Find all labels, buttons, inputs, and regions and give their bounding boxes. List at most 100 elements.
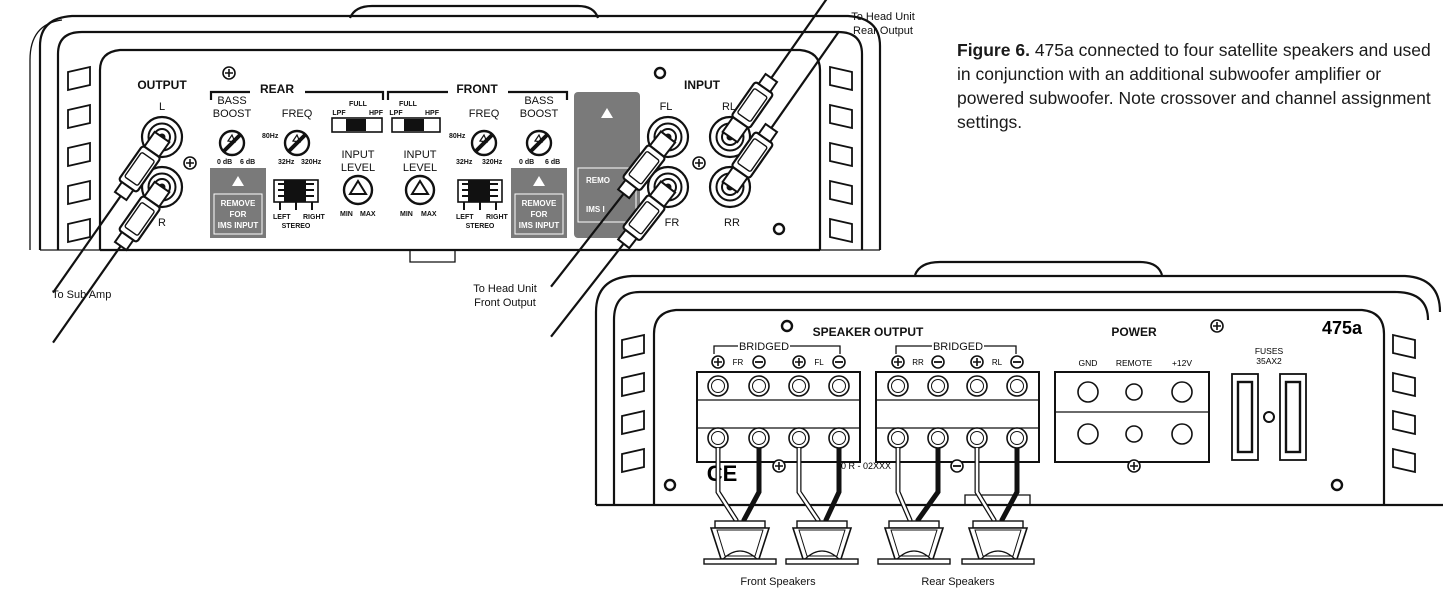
- model-name: 475a: [1322, 318, 1363, 338]
- ch-rl: RL: [992, 358, 1003, 367]
- ims-cover-text-1: REMO: [586, 176, 610, 185]
- front-speaker-terminal[interactable]: [696, 371, 861, 463]
- front-level-label-1: INPUT: [404, 149, 437, 161]
- rear-stereo-switch[interactable]: [273, 179, 319, 210]
- rear-speaker-right: [961, 520, 1035, 565]
- serial-number: 10 R - 02XXX: [836, 461, 891, 471]
- ims-cover-text-2: IMS I: [586, 205, 605, 214]
- ch-fl: FL: [814, 358, 824, 367]
- rear-remove-cap[interactable]: REMOVE FOR IMS INPUT: [210, 168, 266, 238]
- front-level-max: MAX: [421, 211, 437, 218]
- callout-sub-amp: To Sub Amp: [52, 289, 111, 301]
- rear-speaker-left: [877, 520, 951, 565]
- callout-rear-speakers: Rear Speakers: [921, 576, 995, 588]
- rear-full-label: FULL: [349, 101, 368, 108]
- front-bass-label-1: BASS: [524, 95, 553, 107]
- rear-bass-min: 0 dB: [217, 159, 232, 166]
- rear-freq-label: FREQ: [282, 108, 313, 120]
- rear-input-level-knob[interactable]: [342, 174, 374, 206]
- ch-rr: RR: [912, 358, 924, 367]
- front-freq-mid: 80Hz: [449, 133, 466, 140]
- output-title: OUTPUT: [137, 78, 187, 92]
- rear-level-label-1: INPUT: [342, 149, 375, 161]
- speaker-output-title: SPEAKER OUTPUT: [813, 325, 924, 339]
- front-bass-max: 6 dB: [545, 159, 560, 166]
- front-bass-label-2: BOOST: [520, 108, 559, 120]
- rear-bass-max: 6 dB: [240, 159, 255, 166]
- bottom-amplifier: SPEAKER OUTPUT POWER 475a BRIDGED BRIDGE…: [594, 260, 1443, 565]
- callout-rear-1: To Head Unit: [851, 11, 915, 23]
- front-lpf-label: LPF: [389, 110, 403, 117]
- rear-bass-label-1: BASS: [217, 95, 246, 107]
- callout-front-speakers: Front Speakers: [740, 576, 816, 588]
- front-speaker-right: [785, 520, 859, 565]
- rear-remove-3: IMS INPUT: [218, 221, 259, 230]
- rear-level-max: MAX: [360, 211, 376, 218]
- rear-bass-label-2: BOOST: [213, 108, 252, 120]
- callout-rear-2: Rear Output: [853, 25, 913, 37]
- rear-stereo-label: STEREO: [282, 223, 311, 230]
- front-level-label-2: LEVEL: [403, 162, 437, 174]
- fuse-holder[interactable]: [1231, 373, 1307, 461]
- rear-level-label-2: LEVEL: [341, 162, 375, 174]
- front-bass-boost-knob[interactable]: [525, 129, 553, 157]
- ch-fr: FR: [733, 358, 744, 367]
- front-stereo-switch[interactable]: [457, 179, 503, 210]
- rear-freq-mid: 80Hz: [262, 133, 279, 140]
- rear-bass-boost-knob[interactable]: [218, 129, 246, 157]
- rear-freq-min: 32Hz: [278, 159, 295, 166]
- rear-speaker-terminal[interactable]: [875, 371, 1040, 463]
- front-remove-1: REMOVE: [522, 199, 557, 208]
- ims-cover[interactable]: REMO IMS I: [574, 92, 640, 238]
- front-bass-min: 0 dB: [519, 159, 534, 166]
- power-terminal[interactable]: [1054, 371, 1210, 463]
- front-filter-switch[interactable]: [391, 117, 441, 133]
- rear-remove-2: FOR: [230, 210, 247, 219]
- rear-right-label: RIGHT: [303, 214, 326, 221]
- power-gnd-label: GND: [1079, 358, 1098, 368]
- callout-front-1: To Head Unit: [473, 283, 537, 295]
- front-freq-label: FREQ: [469, 108, 500, 120]
- ce-mark: CE: [707, 461, 738, 486]
- top-amplifier: OUTPUT L R REAR BASS BOOST 0 dB 6 dB FRE…: [29, 0, 882, 351]
- rear-left-label: LEFT: [273, 214, 291, 221]
- front-title: FRONT: [456, 82, 498, 96]
- front-remove-2: FOR: [531, 210, 548, 219]
- front-input-level-knob[interactable]: [404, 174, 436, 206]
- figure-caption: Figure 6. 475a connected to four satelli…: [957, 38, 1437, 134]
- callout-front-2: Front Output: [474, 297, 536, 309]
- front-stereo-label: STEREO: [466, 223, 495, 230]
- bridged-rear: BRIDGED: [933, 341, 983, 353]
- rear-hpf-label: HPF: [369, 110, 384, 117]
- rear-freq-max: 320Hz: [301, 159, 322, 166]
- rear-title: REAR: [260, 82, 294, 96]
- front-left-label: LEFT: [456, 214, 474, 221]
- front-freq-min: 32Hz: [456, 159, 473, 166]
- rear-filter-switch[interactable]: [331, 117, 383, 133]
- input-fl-label: FL: [660, 101, 673, 113]
- front-freq-knob[interactable]: [470, 129, 498, 157]
- rear-freq-knob[interactable]: [283, 129, 311, 157]
- figure-label: Figure 6.: [957, 40, 1030, 60]
- fuses-label: FUSES: [1255, 346, 1284, 356]
- bridged-front: BRIDGED: [739, 341, 789, 353]
- fuses-rating: 35AX2: [1256, 356, 1282, 366]
- output-left-label: L: [159, 101, 165, 113]
- front-freq-max: 320Hz: [482, 159, 503, 166]
- power-title: POWER: [1111, 325, 1157, 339]
- front-right-label: RIGHT: [486, 214, 509, 221]
- input-title: INPUT: [684, 78, 721, 92]
- input-rr-label: RR: [724, 217, 740, 229]
- rear-level-min: MIN: [340, 211, 353, 218]
- rear-remove-1: REMOVE: [221, 199, 256, 208]
- front-level-min: MIN: [400, 211, 413, 218]
- output-right-label: R: [158, 217, 166, 229]
- sub-amp-cables: [42, 129, 173, 351]
- input-fr-label: FR: [665, 217, 680, 229]
- power-remote-label: REMOTE: [1116, 358, 1153, 368]
- power-12v-label: +12V: [1172, 358, 1192, 368]
- front-remove-cap[interactable]: REMOVE FOR IMS INPUT: [511, 168, 567, 238]
- rear-lpf-label: LPF: [332, 110, 346, 117]
- front-hpf-label: HPF: [425, 110, 440, 117]
